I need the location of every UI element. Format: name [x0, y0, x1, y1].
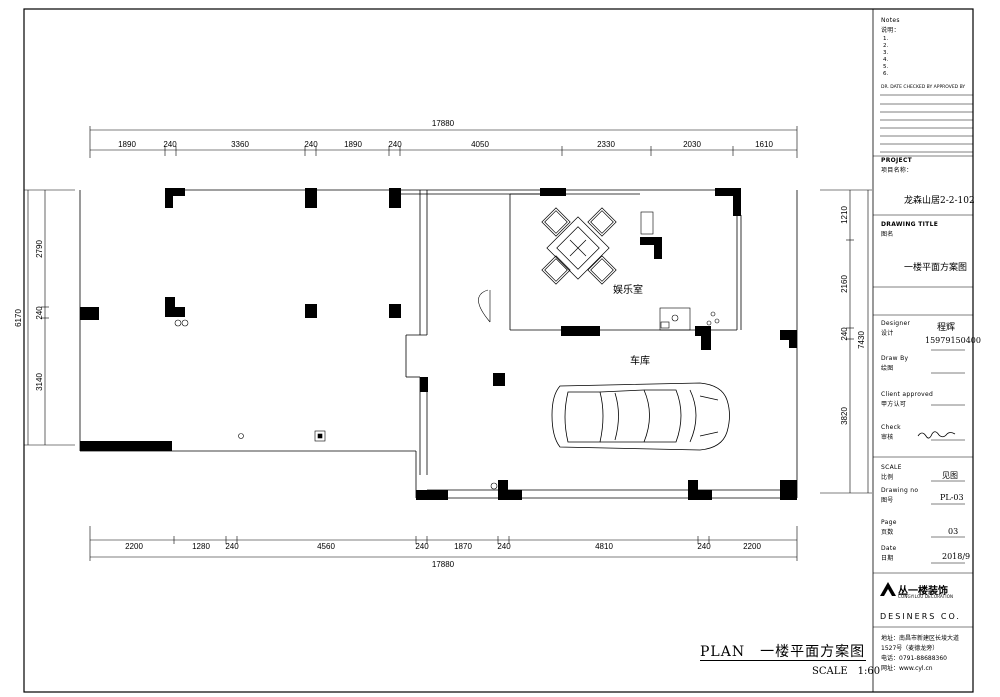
bottom-dim-1: 2200	[125, 542, 143, 551]
notes-heading: Notes	[881, 17, 900, 24]
bottom-dim-9: 240	[697, 542, 711, 551]
right-dim-3: 240	[840, 327, 849, 341]
date-label: Date	[881, 545, 897, 552]
top-dim-2: 240	[163, 140, 177, 149]
page-label: Page	[881, 519, 897, 526]
right-dim-4: 3820	[840, 407, 849, 425]
top-dim-5: 1890	[344, 140, 362, 149]
bottom-total-dim: 17880	[432, 560, 455, 569]
scale-label: SCALE	[881, 464, 902, 471]
top-dim-3: 3360	[231, 140, 249, 149]
left-dim-1: 2790	[35, 240, 44, 258]
right-dimension-chain	[820, 189, 872, 494]
date-value: 2018/9	[942, 552, 971, 561]
bottom-dimension-chain	[89, 526, 798, 561]
scale-value: 见图	[942, 471, 958, 480]
top-total-dim: 17880	[432, 119, 455, 128]
address-line-1: 地址：南昌市新建区长堎大道	[881, 635, 960, 642]
note-line-3: 3.	[883, 50, 889, 56]
designer-label: Designer	[881, 320, 911, 327]
address-line-2: 1527号（麦德龙旁）	[881, 645, 939, 652]
note-line-1: 1.	[883, 36, 889, 42]
bottom-dim-3: 240	[225, 542, 239, 551]
note-line-6: 6.	[883, 71, 889, 77]
left-dim-2: 240	[35, 306, 44, 320]
structural-columns	[80, 188, 797, 500]
car-symbol	[551, 382, 730, 451]
check-signature	[917, 431, 956, 439]
fixtures	[174, 211, 720, 490]
date-label-cn: 日期	[881, 555, 894, 562]
company-logo-text: 丛一楼装饰	[898, 586, 948, 597]
page-value: 03	[948, 527, 959, 536]
project-label: PROJECT	[881, 157, 913, 164]
left-dimension-chain	[24, 189, 75, 446]
drawing-title: 一楼平面方案图	[904, 263, 968, 273]
floor-outline	[79, 189, 798, 499]
designer-label-cn: 设计	[881, 330, 894, 337]
room-label-entertainment: 娱乐室	[613, 283, 643, 296]
bottom-dim-8: 4810	[595, 542, 613, 551]
check-label: Check	[881, 424, 901, 431]
sign-row: DR. DATE CHECKED BY APPROVED BY	[881, 85, 966, 90]
right-dim-1: 1210	[840, 206, 849, 224]
draw-by-label-cn: 绘图	[881, 365, 894, 372]
company-logo-sub: CONGYILOU DECORATION	[898, 594, 954, 599]
company-contact: 地址：南昌市新建区长堎大道 1527号（麦德龙旁） 电话：0791-886883…	[881, 634, 959, 674]
phone-line: 电话：0791-88688360	[881, 655, 947, 662]
top-dim-6: 240	[388, 140, 402, 149]
mahjong-table-set	[541, 207, 617, 285]
web-line: 网址：www.cyl.cn	[881, 665, 933, 672]
door-swing	[478, 289, 491, 323]
page-label-cn: 页数	[881, 529, 894, 536]
top-dim-10: 1610	[755, 140, 773, 149]
bottom-dim-2: 1280	[192, 542, 210, 551]
drawing-no: PL-03	[940, 493, 964, 502]
left-total-dim: 6170	[14, 309, 23, 327]
left-dim-3: 3140	[35, 373, 44, 391]
scale-label-cn: 比例	[881, 474, 894, 481]
check-label-cn: 审核	[881, 434, 894, 441]
client-approved-label-cn: 甲方认可	[881, 401, 907, 408]
plan-scale: SCALE 1:60	[812, 666, 881, 677]
bottom-dim-6: 1870	[454, 542, 472, 551]
bottom-dim-4: 4560	[317, 542, 335, 551]
notes-list: 1. 2. 3. 4. 5. 6.	[883, 36, 969, 78]
company-en: DESINERS CO.	[880, 612, 961, 621]
room-label-garage: 车库	[630, 354, 650, 367]
note-line-5: 5.	[883, 64, 889, 70]
bottom-dim-5: 240	[415, 542, 429, 551]
drawing-title-label-cn: 图名	[881, 231, 894, 238]
plan-title-underline	[700, 660, 866, 661]
drawing-no-label-cn: 图号	[881, 497, 894, 504]
project-name: 龙森山居2-2-102	[904, 196, 975, 206]
plan-title: PLAN 一楼平面方案图	[700, 644, 866, 660]
client-approved-label: Client approved	[881, 391, 934, 398]
designer-phone: 15979150400	[925, 336, 981, 345]
notes-heading-cn: 说明：	[881, 27, 900, 34]
designer-name: 程辉	[937, 323, 956, 333]
draw-by-label: Draw By	[881, 355, 909, 362]
right-total-dim: 7430	[857, 331, 866, 349]
title-block-lines	[873, 94, 973, 628]
company-logo-mark	[880, 582, 896, 596]
project-label-cn: 项目名称：	[881, 167, 913, 174]
top-dim-1: 1890	[118, 140, 136, 149]
top-dimension-chain	[89, 126, 798, 158]
note-line-4: 4.	[883, 57, 889, 63]
right-dim-2: 2160	[840, 275, 849, 293]
bottom-dim-10: 2200	[743, 542, 761, 551]
top-dim-8: 2330	[597, 140, 615, 149]
drawing-title-label: DRAWING TITLE	[881, 221, 939, 228]
top-dim-4: 240	[304, 140, 318, 149]
top-dim-7: 4050	[471, 140, 489, 149]
top-dim-9: 2030	[683, 140, 701, 149]
drawing-no-label: Drawing no	[881, 487, 919, 494]
note-line-2: 2.	[883, 43, 889, 49]
sheet-border	[23, 8, 974, 693]
bottom-dim-7: 240	[497, 542, 511, 551]
